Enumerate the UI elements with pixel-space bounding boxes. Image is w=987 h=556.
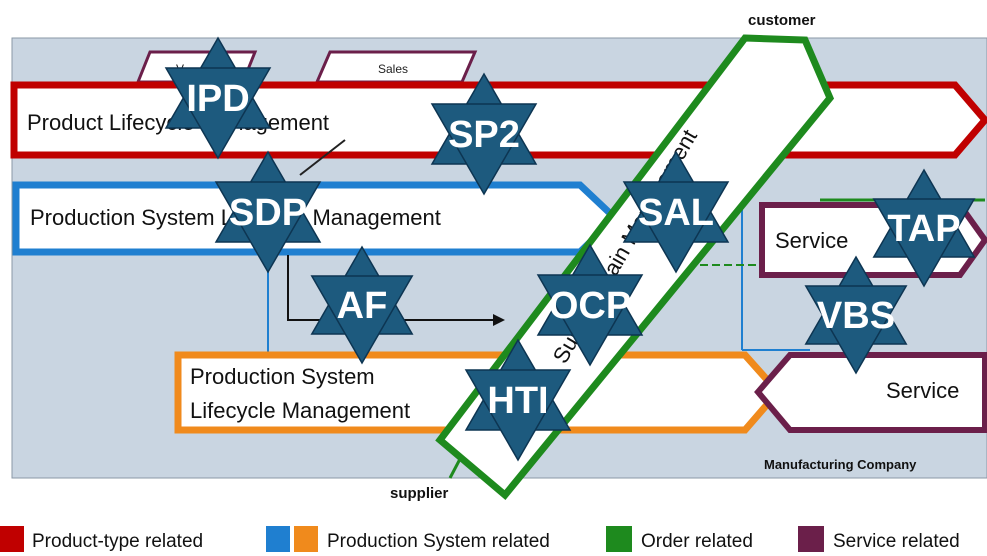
star-vbs: VBS [804,255,908,375]
legend-swatch-production-orange [294,526,318,552]
star-label: OCP [549,285,631,327]
legend: Product-type related Production System r… [0,526,960,552]
star-label: SDP [229,192,307,234]
service-bottom-label: Service [886,378,959,403]
star-shape-down [214,181,322,274]
production-system-orange-label-2: Lifecycle Management [190,398,410,423]
star-label: IPD [186,78,249,120]
arrow-head [493,314,505,326]
star-label: SP2 [448,114,520,156]
legend-label-production: Production System related [327,531,550,552]
sales-tab-label: Sales [378,62,408,76]
star-ocp: OCP [536,243,644,367]
star-label: SAL [638,192,714,234]
star-shape-down [310,275,414,365]
star-shape-down [804,285,908,375]
service-top-label: Service [775,228,848,253]
star-tap: TAP [872,168,976,288]
star-shape-down [430,103,538,196]
legend-label-service: Service related [833,531,960,552]
service-bottom-box [754,352,987,433]
star-af: AF [310,245,414,365]
star-label: VBS [817,295,895,337]
star-ipd: IPD [164,36,272,160]
legend-swatch-service [798,526,824,552]
star-sdp: SDP [214,150,322,274]
star-label: TAP [887,208,960,250]
legend-label-product: Product-type related [32,531,203,552]
customer-label: customer [748,12,816,29]
supplier-label: supplier [390,485,449,502]
legend-swatch-production-blue [266,526,290,552]
star-sal: SAL [622,150,730,274]
legend-swatch-product [0,526,24,552]
legend-label-order: Order related [641,531,753,552]
star-shape-down [872,198,976,288]
star-shape-down [622,181,730,274]
star-label: HTI [487,380,548,422]
connector-dark-diagonal [299,139,346,176]
star-label: AF [337,285,388,327]
arrow-sdp-to-ocp [287,255,495,321]
star-shape-down [536,274,644,367]
company-label: Manufacturing Company [764,457,917,472]
star-shape-down [464,369,572,462]
star-sp2: SP2 [430,72,538,196]
legend-swatch-order [606,526,632,552]
star-shape-down [164,67,272,160]
production-system-orange-label-1: Production System [190,364,375,389]
star-hti: HTI [464,338,572,462]
